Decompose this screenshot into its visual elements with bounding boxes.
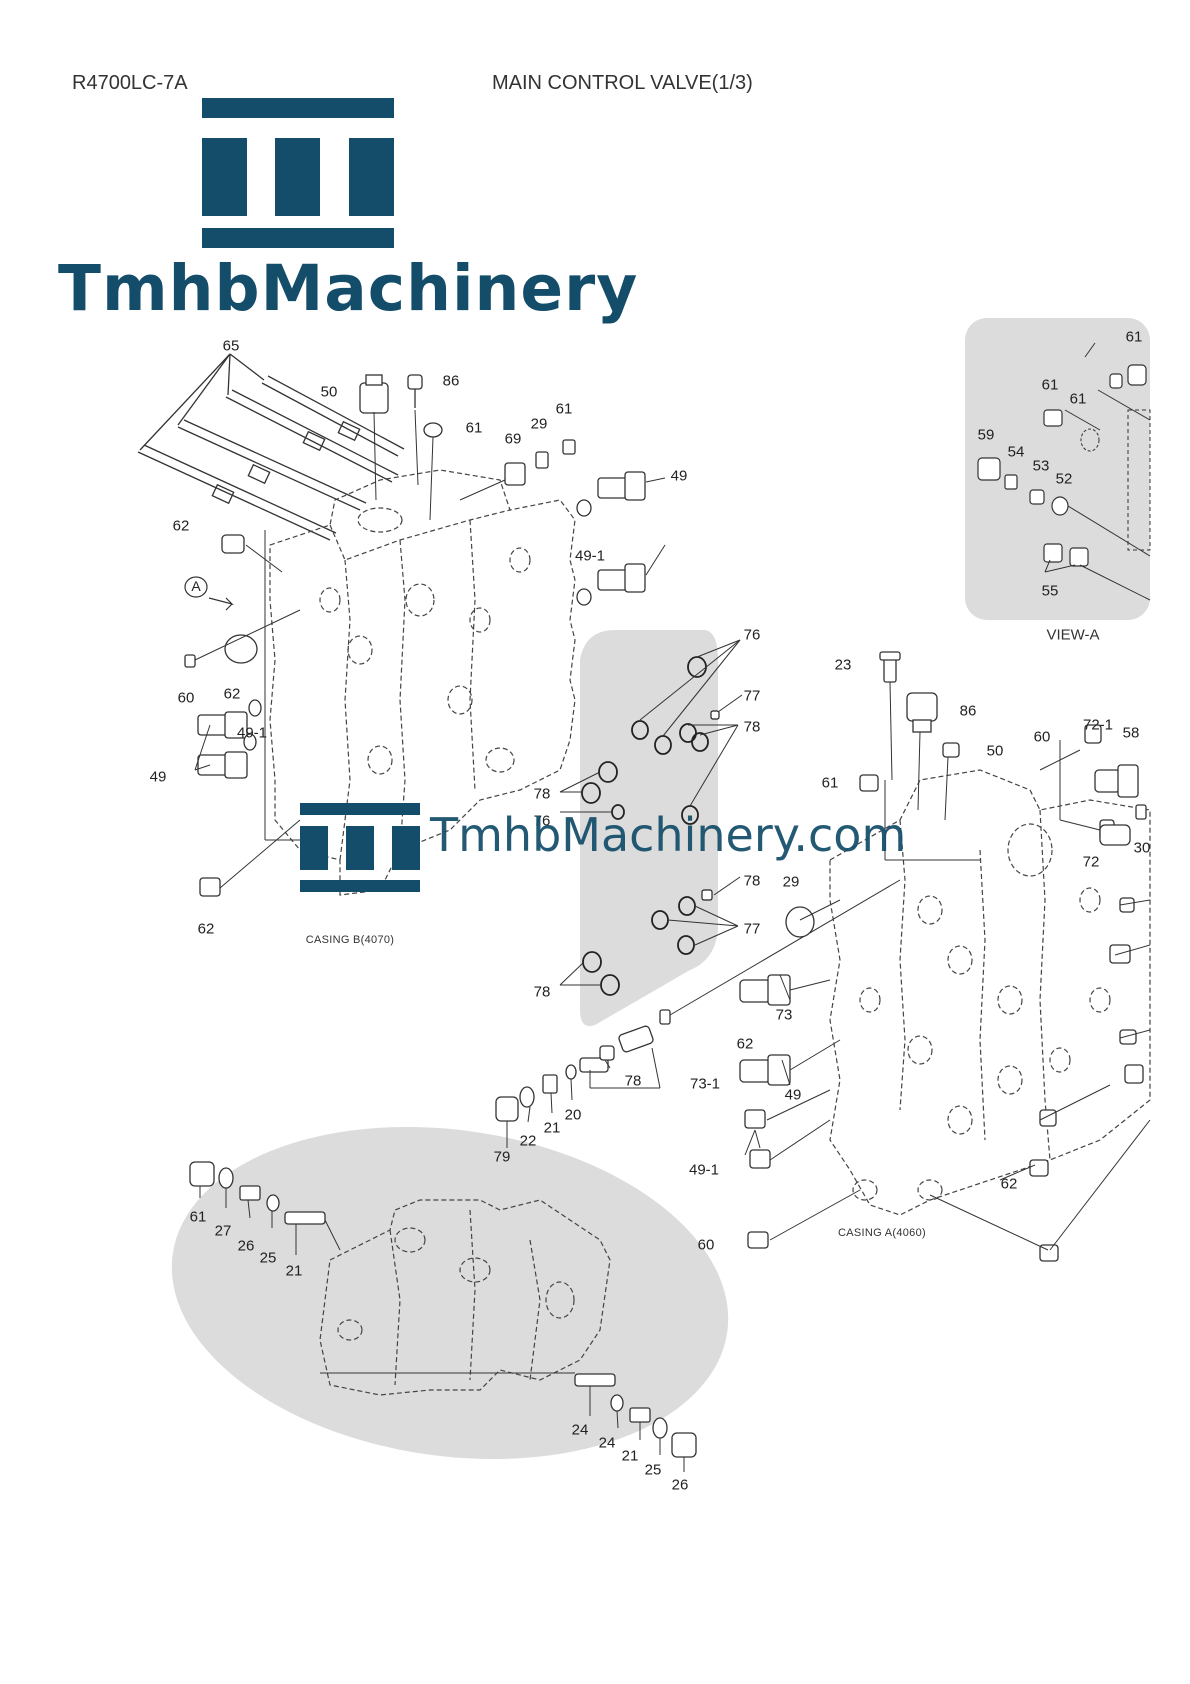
callout-29: 30 — [1133, 839, 1151, 857]
callout-72: 58 — [1122, 724, 1140, 742]
callout-78: 77 — [743, 920, 761, 938]
callout-20: 78 — [624, 1072, 642, 1090]
callout-69: 69 — [504, 430, 522, 448]
callout-49: 49 — [149, 768, 167, 786]
callout-65: 65 — [222, 337, 240, 355]
callout-86: 23 — [834, 656, 852, 674]
brand-name: TmhbMachinery — [58, 252, 639, 325]
callout-73: 62 — [736, 1035, 754, 1053]
callout-60: 60 — [177, 689, 195, 707]
callout-61: 61 — [1041, 376, 1059, 394]
callout-24: 21 — [285, 1262, 303, 1280]
callout-61: 60 — [697, 1236, 715, 1254]
callout-77: 78 — [743, 872, 761, 890]
callout-78: 78 — [533, 983, 551, 1001]
callout-21: 20 — [564, 1106, 582, 1124]
view-a-caption: VIEW-A — [1046, 626, 1100, 644]
callout-79: 22 — [519, 1132, 537, 1150]
callout-50: 86 — [959, 702, 977, 720]
callout-52: 53 — [1032, 457, 1050, 475]
callout-54: 59 — [977, 426, 995, 444]
callout-60: 62 — [1000, 1175, 1018, 1193]
callout-72-1: 60 — [1033, 728, 1051, 746]
callout-61: 50 — [986, 742, 1004, 760]
callout-21: 24 — [598, 1434, 616, 1452]
callout-49-1: 49-1 — [236, 724, 268, 742]
callout-26: 25 — [644, 1461, 662, 1479]
casing-a-caption: CASING A(4060) — [838, 1227, 926, 1239]
callout-49: 49 — [670, 467, 688, 485]
callout-53: 54 — [1007, 443, 1025, 461]
model-number: R4700LC-7A — [72, 72, 188, 94]
callout-77: 77 — [743, 687, 761, 705]
callout-62: 49-1 — [688, 1161, 720, 1179]
callout-61: 55 — [1041, 582, 1059, 600]
callout-30: 72 — [1082, 853, 1100, 871]
callout-23: 79 — [493, 1148, 511, 1166]
logo-icon — [202, 98, 394, 248]
view-a-marker: A — [191, 578, 201, 594]
callout-61: 61 — [1125, 328, 1143, 346]
callout-49-1: 49 — [784, 1086, 802, 1104]
page-title: MAIN CONTROL VALVE(1/3) — [492, 72, 753, 94]
callout-25: 26 — [237, 1237, 255, 1255]
callout-27: 61 — [189, 1208, 207, 1226]
callout-26: 27 — [214, 1222, 232, 1240]
callout-62: 62 — [197, 920, 215, 938]
callout-62: 29 — [782, 873, 800, 891]
casing-b-caption: CASING B(4070) — [305, 934, 395, 946]
callout-62: 62 — [172, 517, 190, 535]
callout-25: 21 — [621, 1447, 639, 1465]
callout-58: 72-1 — [1082, 716, 1114, 734]
callout-78: 78 — [743, 718, 761, 736]
callout-76: 76 — [743, 626, 761, 644]
callout-86: 86 — [442, 372, 460, 390]
callout-21: 25 — [259, 1249, 277, 1267]
callout-73-1: 73 — [775, 1006, 793, 1024]
callout-60: 61 — [821, 774, 839, 792]
callout-29: 29 — [530, 415, 548, 433]
callout-22: 21 — [543, 1119, 561, 1137]
callout-61: 61 — [555, 400, 573, 418]
callout-78: 78 — [533, 785, 551, 803]
callout-59: 61 — [1069, 390, 1087, 408]
callout-55: 52 — [1055, 470, 1073, 488]
watermark-site: TmhbMachinery.com — [430, 808, 907, 862]
o-ring-panel — [580, 630, 718, 1026]
callout-49: 73-1 — [689, 1075, 721, 1093]
callout-76: 76 — [533, 812, 551, 830]
callout-50: 50 — [320, 383, 338, 401]
callout-27: 26 — [671, 1476, 689, 1494]
callout-62: 62 — [223, 685, 241, 703]
callout-61: 61 — [465, 419, 483, 437]
callout-49-1: 49-1 — [574, 547, 606, 565]
callout-24: 24 — [571, 1421, 589, 1439]
